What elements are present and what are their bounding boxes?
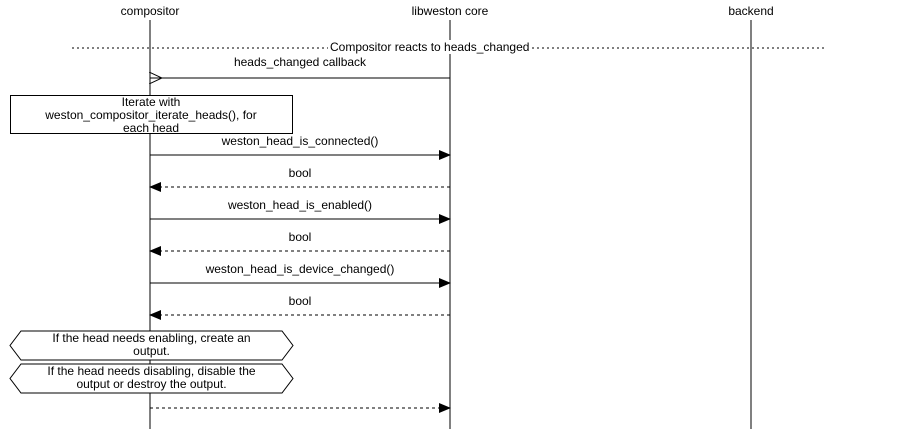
condition-text-enable-head-condition: If the head needs enabling, create an ou… <box>52 331 251 358</box>
participant-label-libweston-core: libweston core <box>411 4 489 18</box>
message-label-heads-changed-callback: heads_changed callback <box>233 55 367 69</box>
divider-label-heads-changed-divider: Compositor reacts to heads_changed <box>328 40 532 54</box>
condition-shape-enable-head-condition <box>9 330 294 361</box>
condition-shape-disable-head-condition <box>9 363 294 394</box>
note-text-iterate-heads-note: Iterate with weston_compositor_iterate_h… <box>45 95 257 135</box>
message-label-bool-return-connected: bool <box>288 166 312 180</box>
message-label-weston-head-is-enabled: weston_head_is_enabled() <box>227 198 373 212</box>
note-shapes-group <box>9 95 294 394</box>
message-label-bool-return-enabled: bool <box>288 230 312 244</box>
message-label-weston-head-is-device-changed: weston_head_is_device_changed() <box>205 262 395 276</box>
message-lines-group <box>149 78 451 413</box>
lifelines-group <box>149 20 752 429</box>
participant-label-compositor: compositor <box>120 4 180 18</box>
message-label-bool-return-device-changed: bool <box>288 294 312 308</box>
condition-text-disable-head-condition: If the head needs disabling, disable the… <box>47 364 256 391</box>
note-shape-iterate-heads-note <box>10 95 293 134</box>
message-label-weston-head-is-connected: weston_head_is_connected() <box>221 134 379 148</box>
participant-label-backend: backend <box>728 4 774 18</box>
